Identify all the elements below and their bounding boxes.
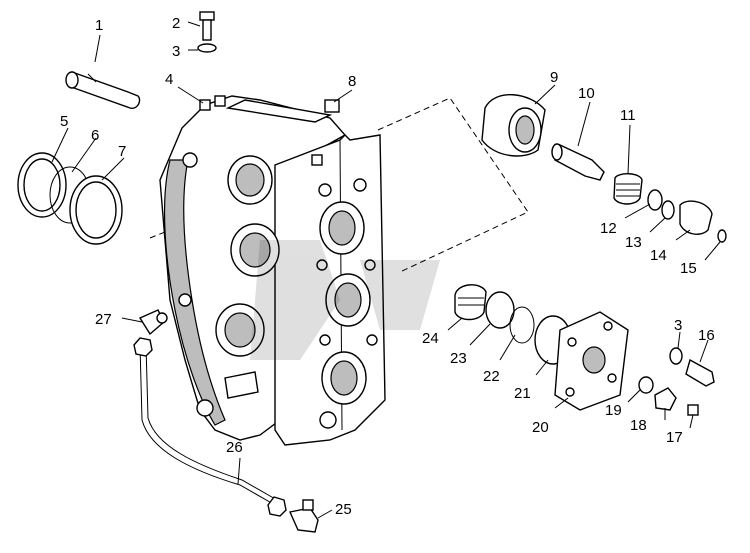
callout-21: 21: [514, 385, 531, 402]
callout-19: 19: [605, 402, 622, 419]
callout-20: 20: [532, 419, 549, 436]
callout-10: 10: [578, 85, 595, 102]
callout-16: 16: [698, 327, 715, 344]
part-spring-and-rings: [613, 173, 727, 243]
callout-14: 14: [650, 247, 667, 264]
part-pin: [65, 71, 141, 109]
watermark: [250, 240, 440, 360]
callout-6: 6: [91, 127, 99, 144]
callout-13: 13: [625, 234, 642, 251]
part-hardware: [638, 347, 715, 416]
callout-22: 22: [483, 368, 500, 385]
callout-labels: 1 2 3 4 5 6 7 8 9 10 11 12 13 14 15 3 16…: [60, 15, 715, 518]
caliper-housing: [159, 95, 386, 446]
callout-5: 5: [60, 113, 68, 130]
callout-12: 12: [600, 220, 617, 237]
callout-9: 9: [550, 69, 558, 86]
callout-27: 27: [95, 311, 112, 328]
callout-2: 2: [172, 15, 180, 32]
callout-17: 17: [666, 429, 683, 446]
callout-15: 15: [680, 260, 697, 277]
part-piston: [481, 94, 546, 157]
callout-8: 8: [348, 73, 356, 90]
callout-7: 7: [118, 143, 126, 160]
part-bolt-washer: [197, 11, 217, 53]
part-seals: [17, 152, 123, 245]
part-plug: [324, 99, 340, 113]
callout-3b: 3: [674, 317, 682, 334]
callout-3: 3: [172, 43, 180, 60]
callout-11: 11: [620, 107, 636, 124]
part-brake-line: [133, 309, 319, 533]
callout-23: 23: [450, 350, 467, 367]
callout-26: 26: [226, 439, 243, 456]
part-cover-plate: [554, 311, 629, 411]
callout-1: 1: [95, 17, 103, 34]
leader-lines: [51, 21, 721, 519]
callout-25: 25: [335, 501, 352, 518]
callout-24: 24: [422, 330, 439, 347]
part-cover-seals: [454, 284, 572, 365]
part-guide-pin: [551, 143, 605, 181]
callout-18: 18: [630, 417, 647, 434]
callout-4: 4: [165, 71, 173, 88]
